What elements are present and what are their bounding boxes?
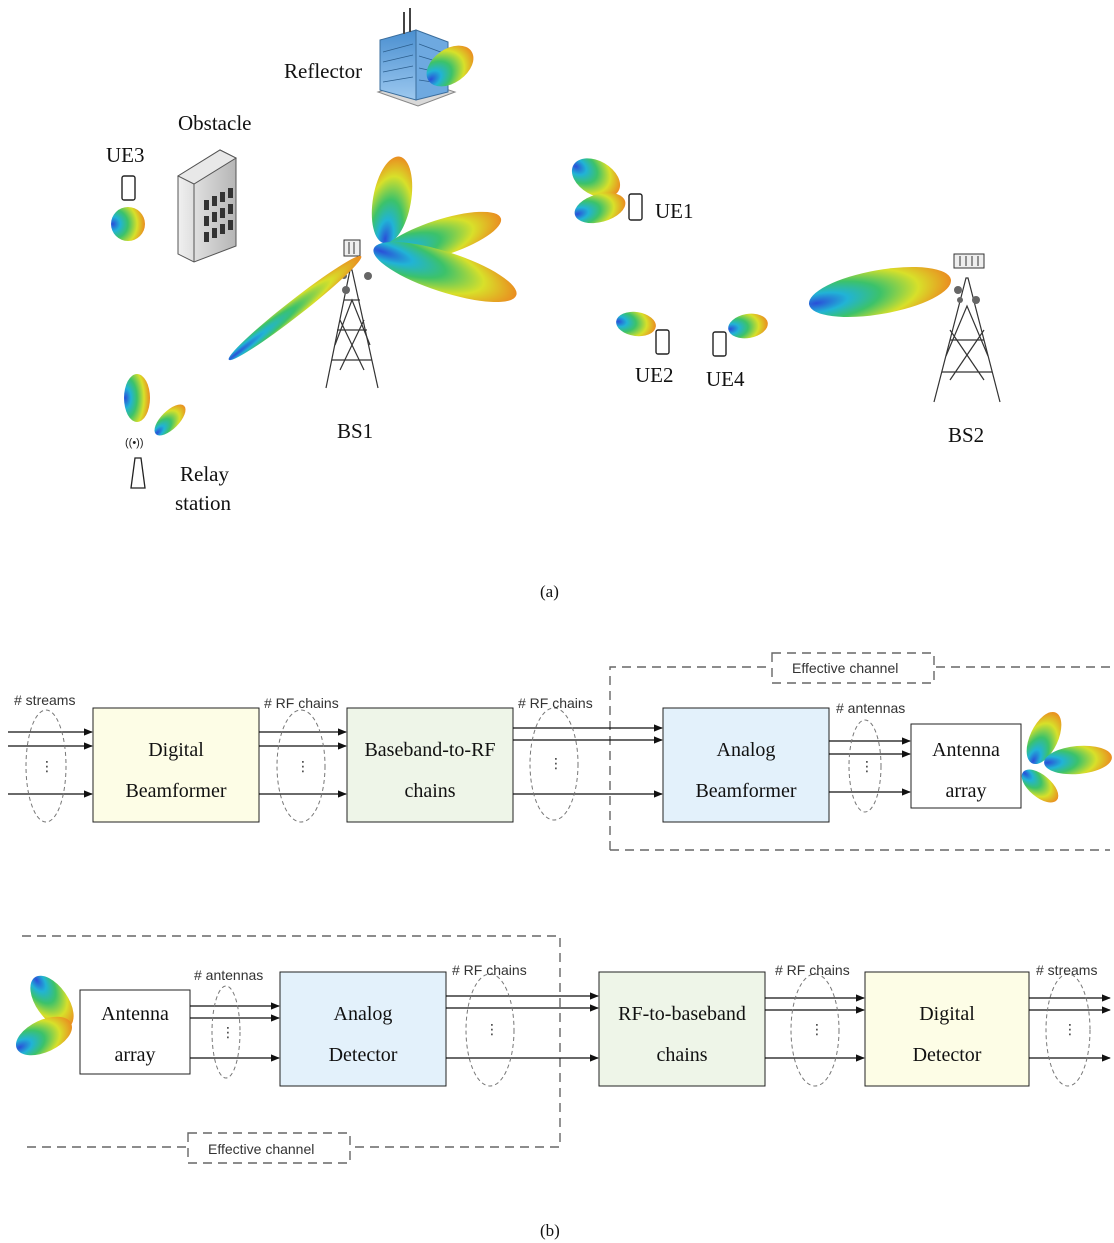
tx-ant-dots: ⋮ (860, 758, 874, 774)
rx-antennas-label: # antennas (194, 967, 263, 983)
rx-ant-dots: ⋮ (221, 1024, 235, 1040)
rf-to-bb-block (598, 971, 766, 1087)
rx-antenna-array-text1: Antenna (101, 1003, 169, 1025)
analog-beamformer-block (662, 707, 830, 823)
bb-to-rf-text1: Baseband-to-RF (364, 739, 495, 761)
bb-to-rf-text2: chains (404, 780, 455, 802)
ue3-label: UE3 (106, 143, 145, 167)
caption-b: (b) (540, 1221, 560, 1240)
ue3-phone-icon (121, 175, 136, 201)
relay-label-line2: station (175, 491, 231, 515)
analog-detector-block (279, 971, 447, 1087)
scenario-panel: Reflector Obstacle UE3 (106, 8, 1001, 601)
tx-antenna-array-text2: array (945, 780, 986, 802)
ue2-phone-icon (655, 329, 670, 355)
ue4-label: UE4 (706, 367, 745, 391)
bs1-tower (228, 156, 517, 389)
obstacle-label: Obstacle (178, 111, 251, 135)
rx-antenna-array-block (79, 989, 191, 1075)
tx-streams-dots: ⋮ (40, 758, 54, 774)
rx-rf2-dots: ⋮ (810, 1021, 824, 1037)
ue4-beam (728, 313, 768, 339)
rx-rf1-dots: ⋮ (485, 1021, 499, 1037)
ue1-phone-icon (628, 193, 643, 221)
rx-rf-chains-label-1: # RF chains (452, 962, 527, 978)
tx-antenna-beams (1021, 711, 1112, 803)
receiver-chain: Effective channel Antenna array ⋮ # ante… (15, 935, 1111, 1240)
ue1-label: UE1 (655, 199, 694, 223)
ue2-label: UE2 (635, 363, 674, 387)
digital-beamformer-text2: Beamformer (125, 780, 226, 802)
tx-antennas-label: # antennas (836, 700, 905, 716)
digital-detector-block (864, 971, 1030, 1087)
digital-beamformer-text1: Digital (148, 739, 204, 761)
ue1-beams (571, 158, 626, 224)
tx-rf-chains-label-1: # RF chains (264, 695, 339, 711)
rx-antenna-array-text2: array (114, 1044, 155, 1066)
ue3-beam (111, 207, 145, 241)
reflector-label: Reflector (284, 59, 362, 83)
reflector-building (376, 8, 474, 107)
tx-rf-chains-label-2: # RF chains (518, 695, 593, 711)
rf-to-bb-text2: chains (656, 1044, 707, 1066)
analog-detector-text1: Analog (334, 1003, 393, 1025)
tx-antenna-array-text1: Antenna (932, 739, 1000, 761)
relay-label-line1: Relay (180, 462, 229, 486)
rx-antenna-beams (15, 975, 74, 1056)
tx-streams-label: # streams (14, 692, 75, 708)
analog-detector-text2: Detector (329, 1044, 398, 1066)
obstacle-building (176, 149, 238, 263)
tx-rf2-dots: ⋮ (549, 755, 563, 771)
relay-station: ((•)) (124, 374, 186, 489)
rx-rf-chains-label-2: # RF chains (775, 962, 850, 978)
digital-beamformer-block (92, 707, 260, 823)
tx-effective-channel-border (609, 666, 1110, 851)
rx-effective-channel-border (22, 935, 561, 1148)
bb-to-rf-block (346, 707, 514, 823)
tx-effective-channel-label: Effective channel (792, 660, 898, 676)
bs2-tower (808, 253, 1001, 403)
analog-beamformer-text2: Beamformer (695, 780, 796, 802)
tx-rf1-dots: ⋮ (296, 758, 310, 774)
rf-to-bb-text1: RF-to-baseband (618, 1003, 746, 1025)
rx-streams-dots: ⋮ (1063, 1021, 1077, 1037)
analog-beamformer-text1: Analog (717, 739, 776, 761)
digital-detector-text1: Digital (919, 1003, 975, 1025)
reflector-beam (426, 45, 474, 87)
ue4-phone-icon (712, 331, 727, 357)
ue2-beam (616, 311, 656, 337)
caption-a: (a) (540, 582, 559, 601)
rx-effective-channel-label: Effective channel (208, 1141, 314, 1157)
bs2-label: BS2 (948, 423, 984, 447)
tx-antenna-array-block (910, 723, 1022, 809)
svg-text:((•)): ((•)) (125, 437, 144, 449)
bs1-label: BS1 (337, 419, 373, 443)
transmitter-chain: Effective channel ⋮ # streams Digital Be… (8, 652, 1112, 851)
rx-streams-label: # streams (1036, 962, 1097, 978)
digital-detector-text2: Detector (913, 1044, 982, 1066)
